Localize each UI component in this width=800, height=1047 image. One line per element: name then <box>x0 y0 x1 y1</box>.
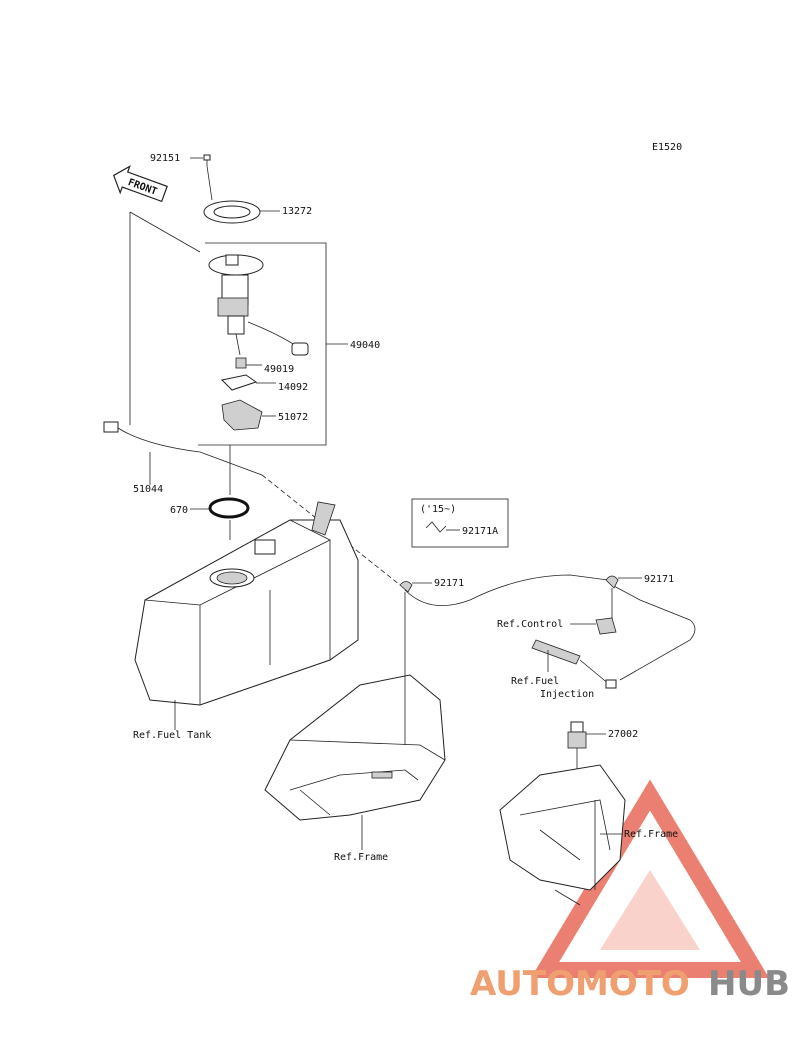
gasket-13272 <box>203 200 280 224</box>
frame-left <box>264 660 446 821</box>
diagram-code: E1520 <box>652 142 682 153</box>
frame-right <box>499 764 626 906</box>
label-ref-fuel-1: Ref.Fuel <box>511 676 559 687</box>
label-27002: 27002 <box>608 729 638 740</box>
label-14092: 14092 <box>278 382 308 393</box>
watermark-text-auto: AUTOMOTO <box>470 964 690 1004</box>
cable-run <box>404 574 609 606</box>
fuel-injection-rail <box>531 639 617 689</box>
relay-27002 <box>567 721 606 770</box>
label-49040: 49040 <box>350 340 380 351</box>
filter-49019 <box>235 357 262 369</box>
label-13272: 13272 <box>282 206 312 217</box>
label-92171-right: 92171 <box>644 574 674 585</box>
label-92171-left: 92171 <box>434 578 464 589</box>
bolt-92151 <box>190 154 213 201</box>
clamp-92171-right <box>605 575 642 620</box>
cable-run-right <box>611 584 696 681</box>
label-ref-fuel-tank: Ref.Fuel Tank <box>133 730 211 741</box>
fuel-pump-assembly <box>208 254 309 356</box>
cover-14092 <box>220 374 276 391</box>
clamp-92171-left <box>399 581 432 660</box>
variant-box-92171a: ('15~) 92171A <box>411 498 509 548</box>
front-arrow-icon: FRONT <box>112 165 168 203</box>
variant-year-label: ('15~) <box>420 504 456 515</box>
fuel-tank <box>134 501 359 706</box>
hose-51044 <box>103 421 263 485</box>
watermark-text-hub: HUB <box>708 964 790 1004</box>
strainer-51072 <box>221 399 276 431</box>
label-51072: 51072 <box>278 412 308 423</box>
label-ref-control: Ref.Control <box>497 619 563 630</box>
label-ref-frame-right: Ref.Frame <box>624 829 678 840</box>
label-92171a: 92171A <box>462 526 498 537</box>
label-ref-fuel-2: Injection <box>540 689 594 700</box>
label-51044: 51044 <box>133 484 163 495</box>
label-ref-frame-left: Ref.Frame <box>334 852 388 863</box>
label-49019: 49019 <box>264 364 294 375</box>
label-92151: 92151 <box>150 153 180 164</box>
label-670: 670 <box>170 505 188 516</box>
control-connector <box>570 617 617 635</box>
o-ring-670 <box>190 497 250 519</box>
